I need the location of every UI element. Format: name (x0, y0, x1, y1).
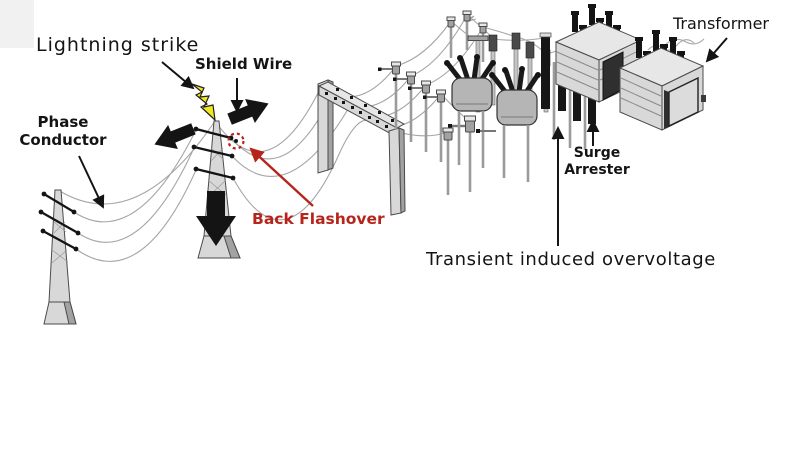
circuit-breaker (444, 54, 496, 168)
post-insulator (393, 71, 416, 142)
shield-wire-label: Shield Wire (195, 55, 293, 73)
crossarm (38, 191, 81, 252)
post-insulator (408, 80, 431, 152)
crossarm (191, 126, 236, 181)
transformer-unit (554, 4, 643, 103)
post-insulator (378, 61, 401, 130)
phase-conductor-label: Phase Conductor (19, 113, 107, 150)
post-insulator (446, 16, 456, 58)
transformer-arrow (705, 37, 728, 63)
lightning-strike-label: Lightning strike (36, 34, 200, 56)
transformer-label: Transformer (673, 14, 770, 33)
back-flashover-label: Back Flashover (252, 210, 385, 228)
circuit-breaker (476, 66, 541, 182)
phase-conductor-arrow (78, 155, 105, 209)
gantry-insulator-dots (325, 88, 394, 128)
substation-gantry (317, 79, 406, 216)
left-transmission-tower (38, 189, 81, 325)
flow-arrow-left (154, 123, 196, 150)
flashover-spark-icon (227, 132, 245, 150)
back-flashover-arrow (249, 147, 314, 207)
post-insulator (442, 127, 454, 195)
post-insulator (448, 115, 476, 192)
surge-arrester-label: Surge Arrester (564, 145, 630, 179)
flow-arrow-right (227, 98, 269, 125)
lightning-strike-arrow (161, 61, 195, 90)
transformer-unit (618, 30, 706, 131)
post-insulator (423, 89, 446, 162)
surge-arrester (539, 32, 552, 109)
flow-arrow-down (196, 191, 236, 246)
lightning-bolt-icon (191, 83, 216, 122)
transient-overvoltage-label: Transient induced overvoltage (426, 249, 716, 270)
post-insulator (462, 10, 472, 50)
scan-artifact (0, 0, 34, 48)
